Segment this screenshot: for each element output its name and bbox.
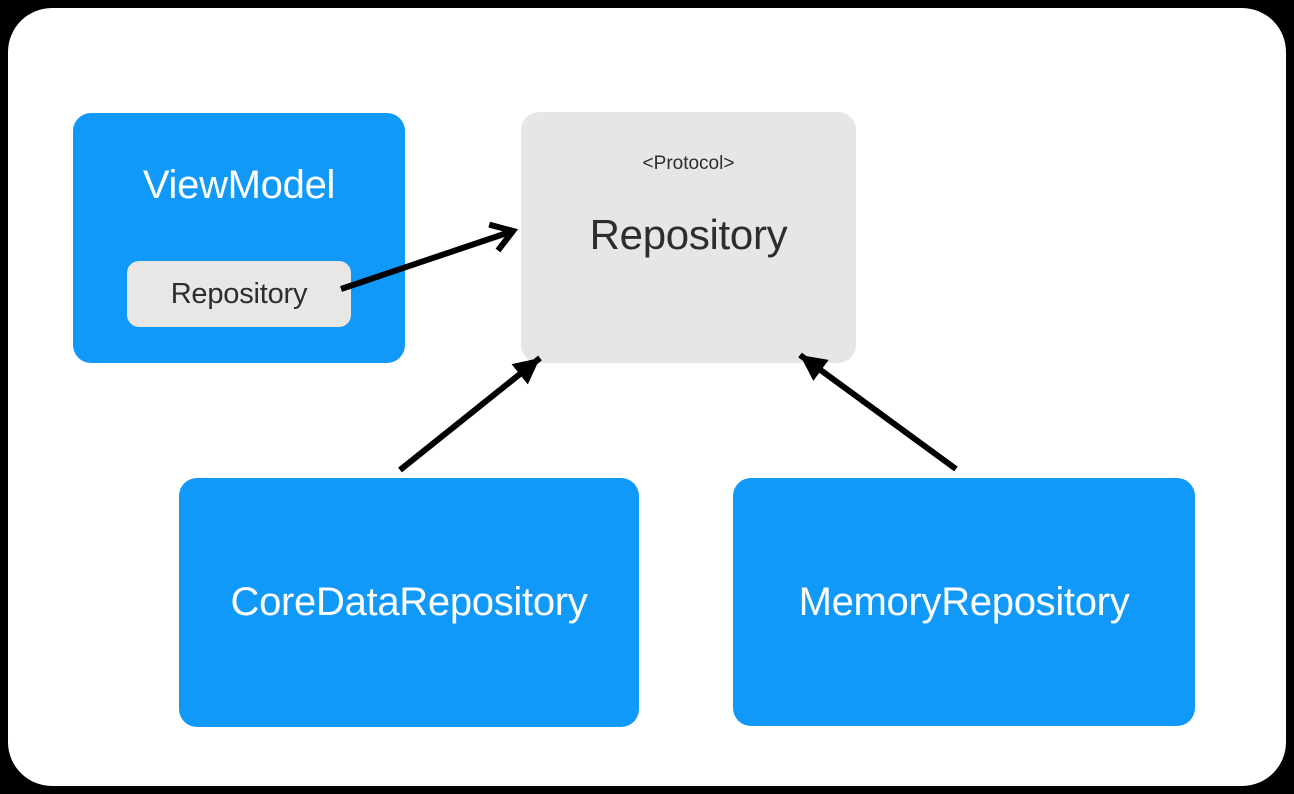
- viewmodel-label: ViewModel: [142, 163, 336, 207]
- protocol-name-label: Repository: [589, 211, 788, 258]
- viewmodel-repository-property-label: Repository: [170, 277, 308, 310]
- viewmodel-repository-property: Repository: [127, 261, 351, 327]
- node-coredatarepository: CoreDataRepository: [179, 478, 639, 727]
- node-memoryrepository: MemoryRepository: [733, 478, 1195, 726]
- diagram-canvas: ViewModel Repository <Protocol> Reposito…: [8, 8, 1286, 786]
- node-viewmodel: ViewModel Repository: [73, 113, 405, 363]
- coredatarepository-label: CoreDataRepository: [230, 580, 588, 624]
- node-repository-protocol: <Protocol> Repository: [521, 112, 856, 363]
- memoryrepository-label: MemoryRepository: [798, 579, 1130, 624]
- protocol-stereotype-label: <Protocol>: [642, 153, 735, 174]
